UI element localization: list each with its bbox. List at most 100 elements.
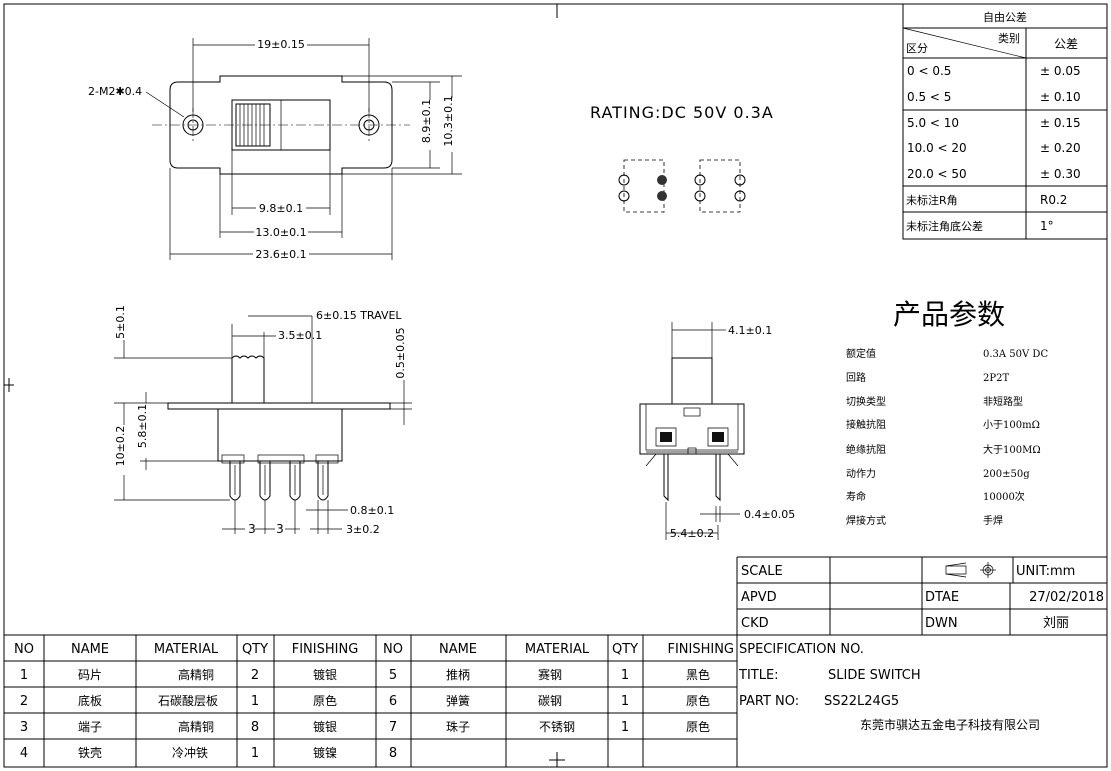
title-label: TITLE:	[738, 668, 779, 683]
date-value: 27/02/2018	[1029, 590, 1104, 605]
dim-0-4: 0.4±0.05	[744, 508, 795, 521]
dim-pitch-a: 3	[248, 522, 256, 536]
param-label: 切换类型	[846, 395, 886, 408]
param-label: 动作力	[846, 467, 876, 480]
projection-symbol-icon	[945, 562, 996, 578]
bom-cell: 原色	[686, 694, 710, 708]
tol-value: 1°	[1040, 219, 1054, 233]
bom-cell: 原色	[313, 694, 337, 708]
param-value: 大于100MΩ	[983, 443, 1041, 456]
tolerance-header-class: 类别	[998, 31, 1020, 45]
bom-cell: 3	[20, 720, 28, 735]
dim-10: 10±0.2	[114, 426, 127, 467]
bom-cell: 4	[20, 746, 28, 761]
bom-cell: 铁壳	[78, 746, 102, 760]
bom-header: NO	[383, 642, 403, 657]
mount-hole-note: 2-M2✱0.4	[88, 85, 142, 98]
bom-cell: 石碳酸层板	[158, 693, 218, 708]
bom-header: QTY	[242, 642, 268, 657]
param-label: 额定值	[846, 347, 876, 360]
tolerance-header-tol: 公差	[1054, 37, 1078, 51]
bom-cell: 1	[621, 694, 629, 709]
bom-cell: 5	[389, 668, 397, 683]
bom-cell: 2	[251, 668, 259, 683]
param-label: 绝缘抗阻	[846, 443, 886, 456]
tolerance-table: 自由公差 类别 区分 公差 0 < 0.5 ± 0.05 0.5 < 5 ± 0…	[902, 3, 1108, 240]
bom-header: NAME	[439, 642, 477, 657]
tol-range: 10.0 < 20	[907, 141, 967, 155]
bom-header: MATERIAL	[154, 642, 219, 657]
bom-cell: 镀镍	[313, 746, 337, 760]
param-value: 小于100mΩ	[983, 419, 1040, 431]
bom-cell: 1	[251, 746, 259, 761]
dim-pitch-b: 3	[276, 522, 284, 536]
bom-header: MATERIAL	[525, 642, 590, 657]
bom-cell: 弹簧	[446, 693, 470, 708]
tol-range: 0 < 0.5	[907, 64, 951, 78]
dim-5-4: 5.4±0.2	[670, 527, 714, 540]
bom-cell: 推柄	[446, 668, 470, 682]
dim-5: 5±0.1	[114, 305, 127, 339]
table-row: 1 码片 高精铜 2 镀银 5 推柄 赛钢 1 黑色	[20, 667, 710, 683]
dwn-label: DWN	[925, 616, 958, 631]
dim-13-0: 13.0±0.1	[255, 226, 306, 239]
bom-header: NAME	[71, 642, 109, 657]
tol-value: ± 0.15	[1040, 116, 1081, 130]
bom-cell: 6	[389, 694, 397, 709]
param-value: 2P2T	[983, 373, 1009, 384]
bom-cell: 8	[251, 720, 259, 735]
dim-0-8: 0.8±0.1	[350, 504, 394, 517]
bom-cell: 高精铜	[178, 719, 214, 734]
top-view: 2-M2✱0.4 19±0.15 9.8±0.1 13.0±0.1 23.6±0…	[88, 38, 462, 261]
bom-cell: 冷冲铁	[172, 745, 208, 760]
part-label: PART NO:	[739, 694, 799, 709]
param-label: 寿命	[846, 490, 866, 503]
side-view: 6±0.15 TRAVEL 3.5±0.1 5±0.1 0.5±0.05 10±…	[114, 305, 412, 536]
dim-travel: 6±0.15 TRAVEL	[316, 309, 402, 322]
tol-range: 5.0 < 10	[907, 116, 959, 130]
tol-value: R0.2	[1040, 193, 1067, 207]
bom-cell: 不锈钢	[539, 720, 575, 734]
dim-hole-pitch: 19±0.15	[257, 38, 305, 51]
bom-header: FINISHING	[292, 642, 359, 657]
apvd-label: APVD	[741, 590, 777, 605]
param-label: 回路	[846, 371, 866, 384]
table-row: 3 端子 高精铜 8 镀银 7 珠子 不锈钢 1 原色	[20, 719, 710, 735]
bom-cell: 1	[621, 720, 629, 735]
bom-cell: 黑色	[686, 668, 710, 682]
bom-header: FINISHING	[667, 642, 734, 657]
bom-cell: 1	[20, 668, 28, 683]
bom-cell: 端子	[78, 720, 102, 734]
table-row: 2 底板 石碳酸层板 1 原色 6 弹簧 碳钢 1 原色	[20, 693, 710, 709]
dim-23-6: 23.6±0.1	[255, 248, 306, 261]
tol-value: ± 0.20	[1040, 141, 1081, 155]
bom-cell: 7	[389, 720, 397, 735]
dim-9-8: 9.8±0.1	[259, 202, 303, 215]
dim-0-5: 0.5±0.05	[394, 327, 407, 378]
dim-10-3: 10.3±0.1	[442, 95, 455, 146]
tol-value: ± 0.30	[1040, 167, 1081, 181]
param-value: 200±50g	[983, 469, 1030, 480]
tol-value: ± 0.10	[1040, 90, 1081, 104]
bom-cell: 1	[621, 668, 629, 683]
tolerance-title: 自由公差	[983, 10, 1027, 24]
company-name: 东莞市骐达五金电子科技有限公司	[860, 717, 1040, 732]
dim-5-8: 5.8±0.1	[136, 404, 149, 448]
tol-value: ± 0.05	[1040, 64, 1081, 78]
tol-range: 0.5 < 5	[907, 90, 951, 104]
bom-cell: 底板	[78, 693, 102, 708]
param-value: 10000次	[983, 490, 1025, 503]
bom-cell: 珠子	[446, 720, 470, 734]
tolerance-header-range: 区分	[906, 42, 928, 55]
product-params: 产品参数 额定值 0.3A 50V DC 回路 2P2T 切换类型 非短路型 接…	[846, 298, 1048, 527]
bom-table: NO NAME MATERIAL QTY FINISHING NO NAME M…	[4, 635, 737, 767]
part-value: SS22L24G5	[824, 694, 899, 709]
param-label: 焊接方式	[846, 514, 886, 527]
param-value: 手焊	[983, 514, 1003, 527]
tol-range: 未标注角底公差	[906, 219, 983, 233]
params-title: 产品参数	[893, 298, 1005, 331]
bom-cell: 镀银	[313, 668, 337, 682]
ckd-label: CKD	[741, 616, 769, 631]
dim-3-0: 3±0.2	[346, 523, 380, 536]
bom-cell: 碳钢	[538, 694, 562, 708]
